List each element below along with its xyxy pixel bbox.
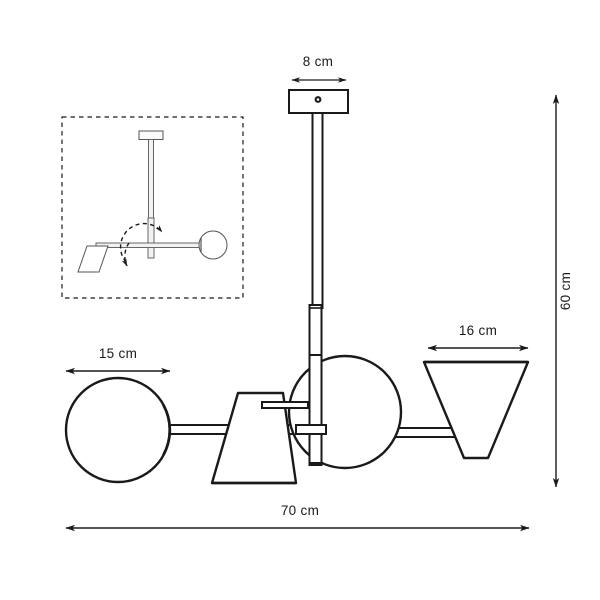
dimension-canopy-width: 8 cm [291, 54, 347, 83]
vertical-stem-upper [311, 112, 324, 309]
dimension-label-canopy-width: 8 cm [303, 54, 333, 69]
dimension-right-cone-width: 16 cm [427, 323, 529, 352]
rotation-arc-lower [121, 242, 130, 267]
right-cone-shade [422, 360, 530, 460]
inset-dashed-border [61, 116, 244, 299]
inset-ceiling-canopy [138, 130, 164, 140]
rotation-detail-inset [61, 116, 244, 299]
canopy-screw-hole [316, 98, 320, 101]
dimension-left-globe-width: 15 cm [65, 346, 171, 375]
dimension-total-width: 70 cm [65, 503, 530, 532]
dimension-label-total-height: 60 cm [558, 272, 573, 310]
inset-vertical-stem [148, 139, 154, 220]
inset-globe-shade [198, 230, 228, 260]
stem-through-globe [308, 354, 323, 466]
dimension-label-right-cone-width: 16 cm [459, 323, 497, 338]
rotation-arc-upper [119, 222, 163, 263]
dimension-label-left-globe-width: 15 cm [99, 346, 137, 361]
left-globe-shade [64, 376, 172, 484]
dimension-total-height: 60 cm [552, 94, 573, 488]
left-arm-joint [295, 424, 327, 435]
left-globe-neck [162, 404, 171, 456]
inset-stem-joint [147, 217, 155, 259]
inset-cone-shade [77, 245, 109, 273]
inset-horizontal-arm [95, 242, 210, 248]
dimension-label-total-width: 70 cm [281, 503, 319, 518]
center-globe-shade [287, 354, 403, 470]
ceiling-canopy-group [288, 89, 349, 114]
lower-cone-arm-joint [261, 401, 309, 409]
